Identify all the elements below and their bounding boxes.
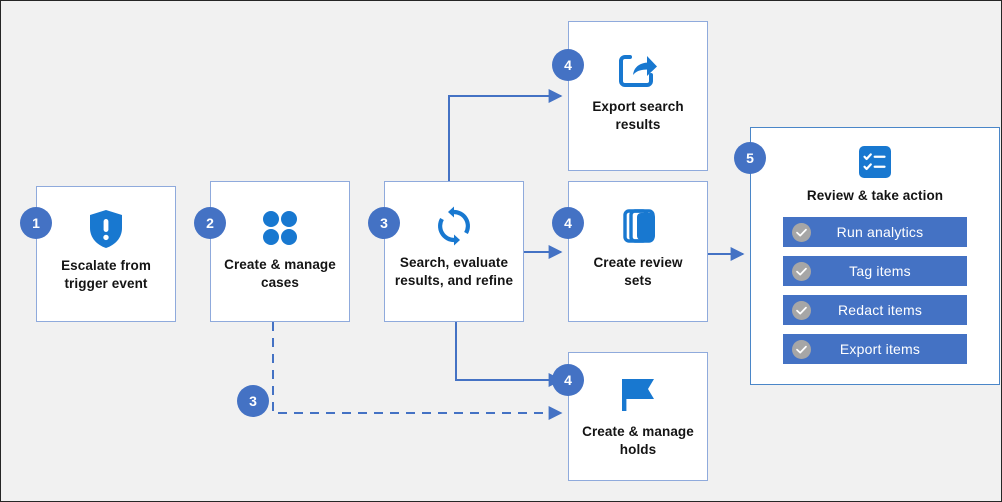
action-button-redact-items[interactable]: Redact items bbox=[783, 295, 967, 325]
step-box-caption: Export search results bbox=[592, 99, 684, 132]
action-button-label: Export items bbox=[839, 341, 921, 357]
connector-search-to-export bbox=[448, 89, 563, 181]
action-button-label: Tag items bbox=[849, 263, 911, 279]
step-box-create-review-sets[interactable]: Create review sets bbox=[568, 181, 708, 322]
stacked-layers-icon bbox=[569, 198, 707, 254]
action-button-label: Run analytics bbox=[836, 224, 924, 240]
export-share-icon bbox=[569, 42, 707, 98]
check-circle-icon bbox=[792, 222, 811, 242]
action-button-export-items[interactable]: Export items bbox=[783, 334, 967, 364]
check-circle-icon bbox=[792, 261, 811, 281]
step-box-export-search-results[interactable]: Export search results bbox=[568, 21, 708, 171]
step-box-search[interactable]: Search, evaluate results, and refine bbox=[384, 181, 524, 322]
four-dots-icon bbox=[211, 200, 349, 256]
action-button-run-analytics[interactable]: Run analytics bbox=[783, 217, 967, 247]
action-button-tag-items[interactable]: Tag items bbox=[783, 256, 967, 286]
action-button-list: Run analytics Tag items bbox=[751, 217, 999, 364]
connector-search-to-holds bbox=[455, 322, 563, 387]
flag-icon bbox=[569, 367, 707, 423]
shield-exclamation-icon bbox=[37, 201, 175, 257]
step-box-create-manage-holds[interactable]: Create & manage holds bbox=[568, 352, 708, 481]
check-circle-icon bbox=[792, 339, 811, 359]
step-badge-2: 2 bbox=[194, 207, 226, 239]
step-badge-4-holds: 4 bbox=[552, 364, 584, 396]
step-panel-review-take-action[interactable]: Review & take action Run analytics bbox=[750, 127, 1000, 385]
step-box-caption: Search, evaluate results, and refine bbox=[394, 255, 514, 288]
check-circle-icon bbox=[792, 300, 811, 320]
step-badge-5: 5 bbox=[734, 142, 766, 174]
panel-title: Review & take action bbox=[806, 188, 944, 203]
step-box-caption: Create review sets bbox=[593, 255, 683, 288]
checklist-icon bbox=[859, 140, 891, 184]
refresh-circular-arrows-icon bbox=[385, 198, 523, 254]
step-badge-3-holds-branch: 3 bbox=[237, 385, 269, 417]
step-badge-3: 3 bbox=[368, 207, 400, 239]
connector-cases-to-holds-dashed bbox=[272, 322, 563, 420]
step-box-cases[interactable]: Create & manage cases bbox=[210, 181, 350, 322]
step-badge-4-review-sets: 4 bbox=[552, 207, 584, 239]
step-badge-1: 1 bbox=[20, 207, 52, 239]
step-box-caption: Create & manage holds bbox=[582, 424, 694, 457]
step-badge-4-export: 4 bbox=[552, 49, 584, 81]
step-box-caption: Escalate from trigger event bbox=[61, 258, 151, 291]
action-button-label: Redact items bbox=[837, 302, 923, 318]
step-box-escalate[interactable]: Escalate from trigger event bbox=[36, 186, 176, 322]
step-box-caption: Create & manage cases bbox=[224, 257, 336, 290]
